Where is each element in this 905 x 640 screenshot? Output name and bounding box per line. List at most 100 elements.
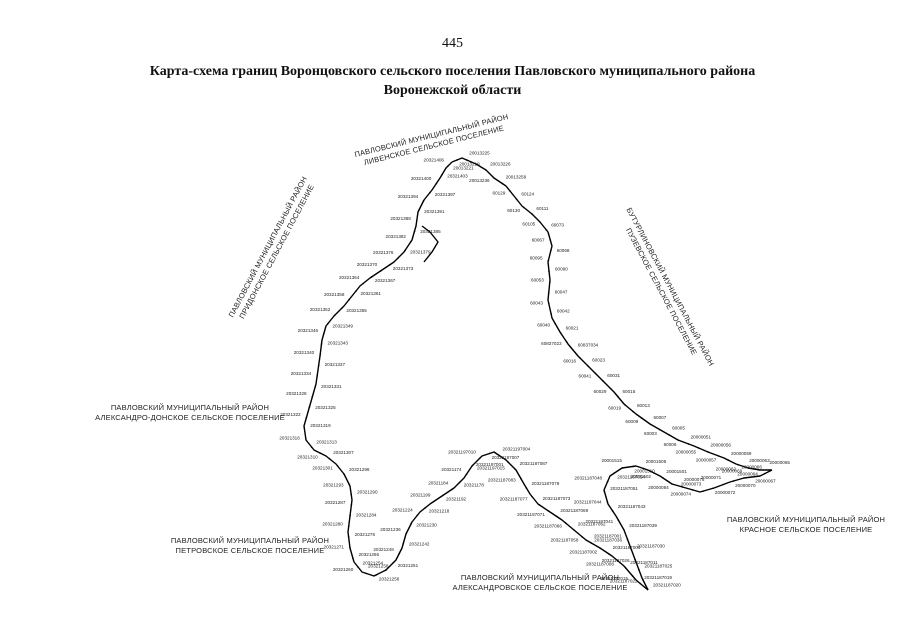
point-label: 20000056 bbox=[711, 443, 732, 448]
boundary-point-marker bbox=[722, 483, 725, 486]
point-label: 20321187039 bbox=[629, 523, 657, 528]
point-label: 60029 bbox=[594, 389, 607, 394]
boundary-point-marker bbox=[549, 239, 552, 241]
point-label: 20001510 bbox=[634, 468, 655, 473]
boundary-point-marker bbox=[343, 473, 345, 476]
boundary-segment-top bbox=[451, 157, 772, 471]
boundary-point-marker bbox=[617, 519, 620, 521]
boundary-point-marker bbox=[475, 163, 478, 166]
boundary-point-marker bbox=[611, 510, 614, 512]
boundary-point-marker bbox=[763, 472, 766, 475]
point-label: 20321284 bbox=[356, 512, 377, 517]
point-label: 20321355 bbox=[346, 308, 367, 313]
boundary-point-marker bbox=[531, 496, 533, 498]
point-label: 20321199 bbox=[410, 493, 431, 498]
boundary-point-marker bbox=[732, 480, 735, 482]
boundary-point-marker bbox=[640, 417, 643, 419]
boundary-point-marker bbox=[507, 461, 509, 463]
boundary-point-marker bbox=[599, 547, 602, 550]
boundary-point-marker bbox=[413, 230, 416, 233]
point-label: 20321187011 bbox=[630, 560, 658, 565]
point-label: 20321271 bbox=[324, 544, 345, 549]
boundary-point-marker bbox=[308, 406, 311, 408]
point-label: 20001502 bbox=[631, 474, 652, 479]
boundary-point-marker bbox=[564, 522, 567, 524]
point-label: 20321187020 bbox=[653, 583, 681, 588]
region-right-line2: ПУЗЕВСКОЕ СЕЛЬСКОЕ ПОСЕЛЕНИЕ bbox=[624, 226, 699, 356]
point-label: 60105 bbox=[522, 222, 535, 227]
boundary-point-marker bbox=[753, 475, 756, 478]
region-label-upper-left: ПАВЛОВСКИЙ МУНИЦИПАЛЬНЫЙ РАЙОН ПРИДОНСКО… bbox=[227, 175, 316, 320]
point-label: 20321388 bbox=[390, 216, 411, 221]
point-label: 20000064 bbox=[737, 472, 758, 477]
boundary-point-marker bbox=[573, 529, 575, 531]
boundary-point-marker bbox=[357, 566, 359, 568]
point-label: 20321187051 bbox=[610, 486, 638, 491]
boundary-point-marker bbox=[336, 465, 339, 467]
boundary-point-marker bbox=[727, 459, 730, 461]
point-label: 20321187008 bbox=[586, 561, 614, 566]
boundary-point-marker bbox=[668, 434, 670, 436]
boundary-point-marker bbox=[702, 490, 704, 493]
point-label: 20000059 bbox=[731, 451, 752, 456]
point-label: 60837023 bbox=[541, 341, 562, 346]
boundary-point-marker bbox=[559, 332, 562, 334]
point-label: 60007 bbox=[654, 415, 667, 420]
boundary-point-marker bbox=[415, 220, 418, 222]
boundary-point-marker bbox=[424, 507, 427, 509]
point-label: 20321358 bbox=[324, 292, 345, 297]
point-label: 60023 bbox=[592, 358, 605, 363]
boundary-point-marker bbox=[609, 387, 612, 390]
boundary-point-marker bbox=[348, 298, 350, 301]
point-label: 20321178 bbox=[464, 483, 485, 488]
boundary-point-marker bbox=[416, 514, 419, 516]
boundary-point-marker bbox=[646, 588, 649, 591]
point-label: 20321352 bbox=[310, 307, 331, 312]
point-label: 20321349 bbox=[333, 324, 354, 329]
boundary-point-marker bbox=[606, 480, 609, 483]
point-label: 20321187062 bbox=[578, 521, 606, 526]
boundary-point-marker bbox=[550, 313, 552, 315]
point-label: 20321331 bbox=[321, 384, 342, 389]
point-label: 60111 bbox=[536, 206, 549, 211]
point-labels: 2001321920013225200132212001322620013236… bbox=[279, 151, 790, 591]
point-label: 20000057 bbox=[696, 458, 717, 463]
point-label: 20000063 bbox=[749, 458, 770, 463]
point-label: 20321187022 bbox=[610, 578, 638, 583]
boundary-point-marker bbox=[617, 395, 619, 398]
boundary-point-marker bbox=[501, 182, 504, 185]
point-label: 20321325 bbox=[315, 405, 336, 410]
point-label: 20321379 bbox=[410, 250, 431, 255]
boundary-point-marker bbox=[608, 553, 611, 555]
point-label: 20321382 bbox=[386, 234, 407, 239]
boundary-point-marker bbox=[450, 488, 453, 491]
boundary-point-marker bbox=[594, 372, 597, 375]
boundary-point-marker bbox=[639, 582, 642, 585]
boundary-point-marker bbox=[642, 578, 644, 581]
boundary-point-marker bbox=[418, 209, 420, 212]
boundary-point-marker bbox=[347, 536, 350, 538]
boundary-point-marker bbox=[590, 542, 592, 544]
point-label: 20321236 bbox=[380, 527, 401, 532]
point-label: 20321334 bbox=[291, 371, 312, 376]
boundary-point-marker bbox=[712, 487, 715, 490]
boundary-point-marker bbox=[632, 465, 635, 468]
boundary-point-marker bbox=[314, 385, 317, 388]
boundary-point-marker bbox=[768, 469, 771, 471]
map-title: Карта-схема границ Воронцовского сельско… bbox=[60, 62, 845, 100]
boundary-point-marker bbox=[370, 276, 373, 278]
point-label: 60031 bbox=[607, 373, 620, 378]
boundary-point-marker bbox=[349, 514, 351, 517]
boundary-point-marker bbox=[316, 375, 319, 377]
boundary-point-marker bbox=[348, 483, 350, 485]
boundary-point-marker bbox=[350, 504, 353, 506]
boundary-point-marker bbox=[687, 443, 690, 445]
point-label: 20321187054 bbox=[617, 474, 645, 479]
point-label: 20321376 bbox=[373, 250, 394, 255]
boundary-point-marker bbox=[737, 463, 739, 466]
boundary-point-marker bbox=[388, 264, 391, 266]
point-label: 20321197004 bbox=[503, 447, 531, 452]
point-label: 20321394 bbox=[398, 194, 419, 199]
boundary-point-marker bbox=[402, 542, 405, 545]
